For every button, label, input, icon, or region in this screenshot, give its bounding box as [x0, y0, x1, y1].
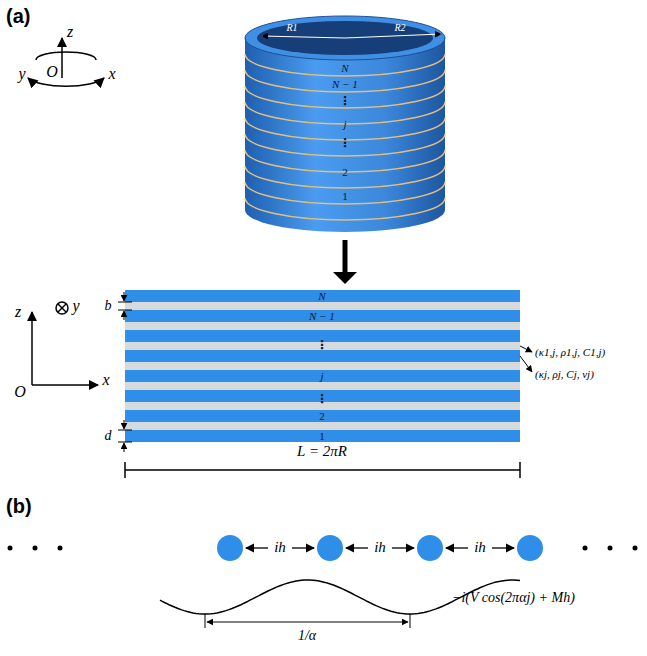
- grey-layer: [125, 362, 520, 370]
- panel-label: (a): [6, 5, 30, 28]
- layer-index: j: [320, 370, 323, 383]
- ring-gap: [245, 134, 445, 156]
- radius-label: R2: [394, 22, 405, 34]
- hopping-label: ih: [372, 539, 388, 556]
- axis-label: O: [46, 63, 58, 81]
- layer-index: 2: [319, 410, 325, 423]
- lattice-site: [517, 535, 543, 561]
- hopping-arrow: [292, 547, 314, 548]
- material-params: (κj, ρj, Cj, vj): [535, 368, 594, 381]
- grey-layer: [125, 302, 520, 310]
- ellipsis-dot: [583, 546, 588, 551]
- blue-layer: [125, 430, 520, 442]
- potential-label: −i(V cos(2παj) + Mh): [452, 590, 575, 606]
- blue-layer: [125, 290, 520, 302]
- ring-stack: [245, 16, 445, 232]
- leader-lines: [520, 346, 532, 372]
- ring-index: 1: [342, 190, 348, 203]
- dimension-marks: [118, 292, 132, 452]
- material-params: (κ1,j, ρ1,j, C1,j): [535, 346, 605, 359]
- ellipsis-dot: [633, 546, 638, 551]
- axis-label: y: [18, 65, 25, 83]
- period-bracket: [205, 614, 410, 628]
- axis-label: z: [67, 23, 73, 41]
- ellipsis-dot: [608, 546, 613, 551]
- lattice-site: [317, 535, 343, 561]
- axis-label: z: [15, 303, 21, 321]
- axis-label: y: [72, 297, 79, 315]
- length-label: L = 2πR: [297, 443, 347, 460]
- hopping-arrow: [346, 547, 368, 548]
- hopping-arrow: [446, 547, 468, 548]
- ring-index: j: [343, 118, 346, 131]
- grey-layer: [125, 422, 520, 430]
- panel-label: (b): [6, 495, 32, 518]
- radius-label: R1: [286, 22, 297, 34]
- hopping-arrow: [492, 547, 514, 548]
- lattice-site: [217, 535, 243, 561]
- grey-layer: [125, 382, 520, 390]
- layer-index: N: [318, 290, 325, 303]
- axes-icon: [32, 302, 98, 385]
- transform-arrowhead: [333, 272, 357, 284]
- blue-layer: [125, 410, 520, 422]
- ring-index: N: [341, 62, 348, 75]
- layer-ellipsis: ⋮: [316, 393, 328, 407]
- hopping-label: ih: [472, 539, 488, 556]
- ellipsis-dot: [8, 546, 13, 551]
- ring-gap: [245, 182, 445, 204]
- axis-label: x: [108, 65, 115, 83]
- layer-index: 1: [319, 430, 325, 443]
- blue-layer: [125, 310, 520, 322]
- ellipsis-dot: [33, 546, 38, 551]
- hopping-arrow: [246, 547, 268, 548]
- axes-icon: [28, 38, 104, 86]
- ring-ellipsis: ⋮: [339, 95, 351, 109]
- hopping-arrow: [392, 547, 414, 548]
- lattice-chain: [8, 535, 638, 561]
- axis-label: x: [102, 371, 109, 389]
- axis-label: O: [14, 383, 26, 401]
- ring-gap: [245, 54, 445, 76]
- layer-index: N − 1: [309, 310, 335, 323]
- ellipsis-dot: [58, 546, 63, 551]
- length-dimension: [125, 462, 520, 478]
- transform-arrow: [343, 240, 348, 276]
- ring-index: N − 1: [332, 78, 358, 91]
- period-label: 1/α: [298, 628, 316, 644]
- dimension-label: b: [105, 298, 112, 314]
- ring-gap: [245, 166, 445, 188]
- layered-slab: [125, 290, 520, 442]
- grey-layer: [125, 322, 520, 330]
- ring-index: 2: [342, 166, 348, 179]
- lattice-site: [417, 535, 443, 561]
- layer-ellipsis: ⋮: [316, 339, 328, 353]
- hopping-label: ih: [272, 539, 288, 556]
- blue-layer: [125, 370, 520, 382]
- ring-ellipsis: ⋮: [339, 137, 351, 151]
- dimension-label: d: [105, 428, 112, 444]
